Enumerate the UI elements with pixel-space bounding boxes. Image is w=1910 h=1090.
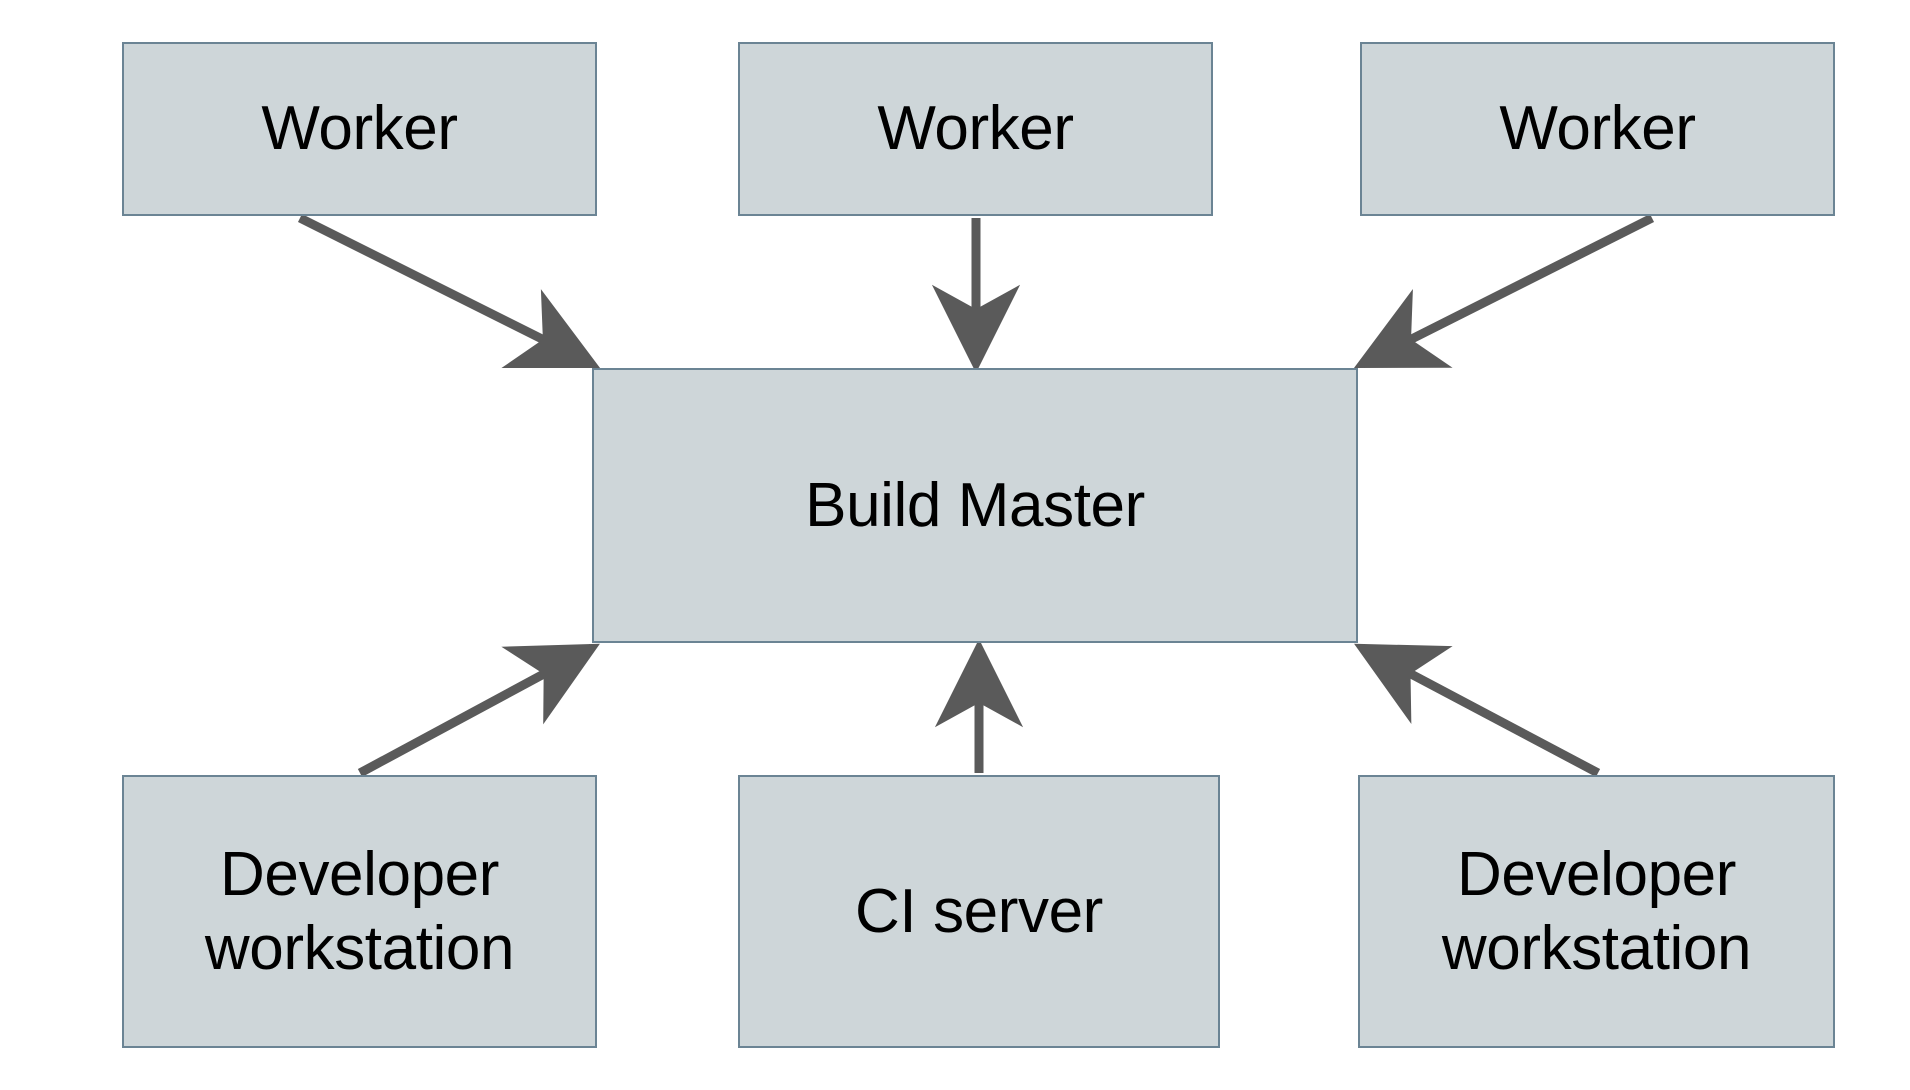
node-worker-center[interactable]: Worker [738,42,1213,216]
edge-dev-workstation-right-to-build-master [1354,643,1601,777]
node-dev-workstation-right-label: Developer workstation [1441,840,1752,983]
node-ci-server-label: CI server [855,876,1103,946]
node-worker-left[interactable]: Worker [122,42,597,216]
node-worker-left-label: Worker [261,94,458,164]
edge-dev-workstation-left-to-build-master [357,643,600,777]
node-worker-center-label: Worker [877,94,1074,164]
node-dev-workstation-right[interactable]: Developer workstation [1358,775,1835,1048]
node-build-master[interactable]: Build Master [592,368,1358,643]
edge-worker-right-to-build-master [1353,213,1655,369]
node-dev-workstation-left-label: Developer workstation [204,840,515,983]
node-worker-right[interactable]: Worker [1360,42,1835,216]
edge-worker-left-to-build-master [297,213,601,369]
node-worker-right-label: Worker [1499,94,1696,164]
node-dev-workstation-left[interactable]: Developer workstation [122,775,597,1048]
node-ci-server[interactable]: CI server [738,775,1220,1048]
node-build-master-label: Build Master [805,470,1145,540]
